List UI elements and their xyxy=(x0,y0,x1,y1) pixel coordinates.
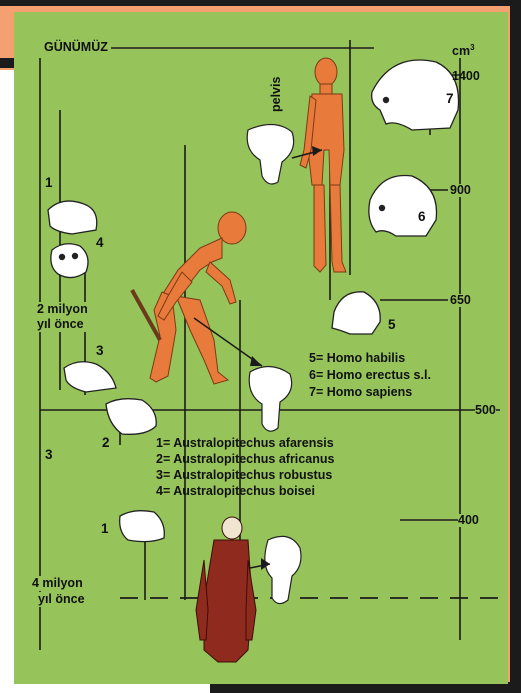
volume-500: 500 xyxy=(475,404,496,417)
volume-650: 650 xyxy=(450,294,471,307)
number-3-left: 3 xyxy=(45,448,53,462)
border-right xyxy=(510,6,521,693)
border-stub-left xyxy=(0,58,14,68)
two-million-line1: 2 milyon xyxy=(35,302,90,317)
number-4: 4 xyxy=(96,236,104,250)
homo-legend-item: 7= Homo sapiens xyxy=(309,384,431,401)
homo-legend-item: 6= Homo erectus s.l. xyxy=(309,367,431,384)
volume-1400: 1400 xyxy=(452,70,480,83)
paper-left xyxy=(0,70,14,693)
four-million-line2: yıl önce xyxy=(36,592,87,607)
number-2: 2 xyxy=(102,436,110,450)
two-million-line2: yıl önce xyxy=(35,317,86,332)
homo-legend: 5= Homo habilis 6= Homo erectus s.l. 7= … xyxy=(309,350,431,401)
australopith-legend-item: 4= Australopitechus boisei xyxy=(156,483,334,499)
unit-text: cm xyxy=(452,44,470,58)
number-7: 7 xyxy=(446,92,454,106)
number-1-top: 1 xyxy=(45,176,53,190)
unit-label: cm3 xyxy=(452,44,475,58)
australopith-legend-item: 3= Australopitechus robustus xyxy=(156,467,334,483)
number-6: 6 xyxy=(418,210,426,224)
volume-400: 400 xyxy=(458,514,479,527)
australopith-legend-item: 1= Australopitechus afarensis xyxy=(156,435,334,451)
number-1-bottom: 1 xyxy=(101,522,109,536)
border-top xyxy=(0,0,521,6)
volume-900: 900 xyxy=(450,184,471,197)
homo-legend-item: 5= Homo habilis xyxy=(309,350,431,367)
four-million-line1: 4 milyon xyxy=(30,576,85,591)
pelvis-label: pelvis xyxy=(270,77,283,112)
unit-superscript: 3 xyxy=(470,43,474,52)
australopith-legend-item: 2= Australopitechus africanus xyxy=(156,451,334,467)
number-3: 3 xyxy=(96,344,104,358)
number-5: 5 xyxy=(388,318,396,332)
today-label: GÜNÜMÜZ xyxy=(41,41,111,54)
australopith-legend: 1= Australopitechus afarensis 2= Austral… xyxy=(156,435,334,499)
